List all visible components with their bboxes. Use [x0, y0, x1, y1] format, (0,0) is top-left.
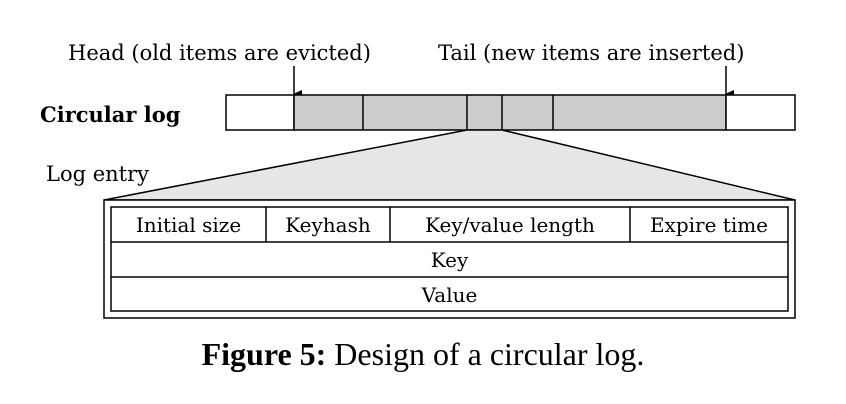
log-entry-zoom [103, 129, 796, 201]
log-empty-right [725, 94, 796, 131]
log-filled-region [293, 94, 727, 131]
circular-log-bar [225, 94, 796, 131]
figure-number: Figure 5: [201, 336, 327, 372]
figure-caption: Figure 5: Design of a circular log. [0, 336, 846, 373]
field-expire-time: Expire time [650, 213, 768, 237]
head-label: Head (old items are evicted) [68, 41, 371, 65]
log-entry-inner-frame [110, 206, 789, 312]
field-key-value-length: Key/value length [425, 213, 595, 237]
field-initial-size: Initial size [136, 213, 241, 237]
log-empty-left [225, 94, 295, 131]
field-keyhash: Keyhash [285, 213, 371, 237]
log-entry-box: Initial size Keyhash Key/value length Ex… [103, 199, 796, 319]
field-key: Key [431, 248, 469, 272]
caption-text: Design of a circular log. [326, 336, 645, 372]
log-entry-label: Log entry [46, 162, 149, 186]
circular-log-label: Circular log [40, 102, 181, 127]
tail-label: Tail (new items are inserted) [438, 41, 744, 65]
field-value: Value [421, 283, 478, 307]
